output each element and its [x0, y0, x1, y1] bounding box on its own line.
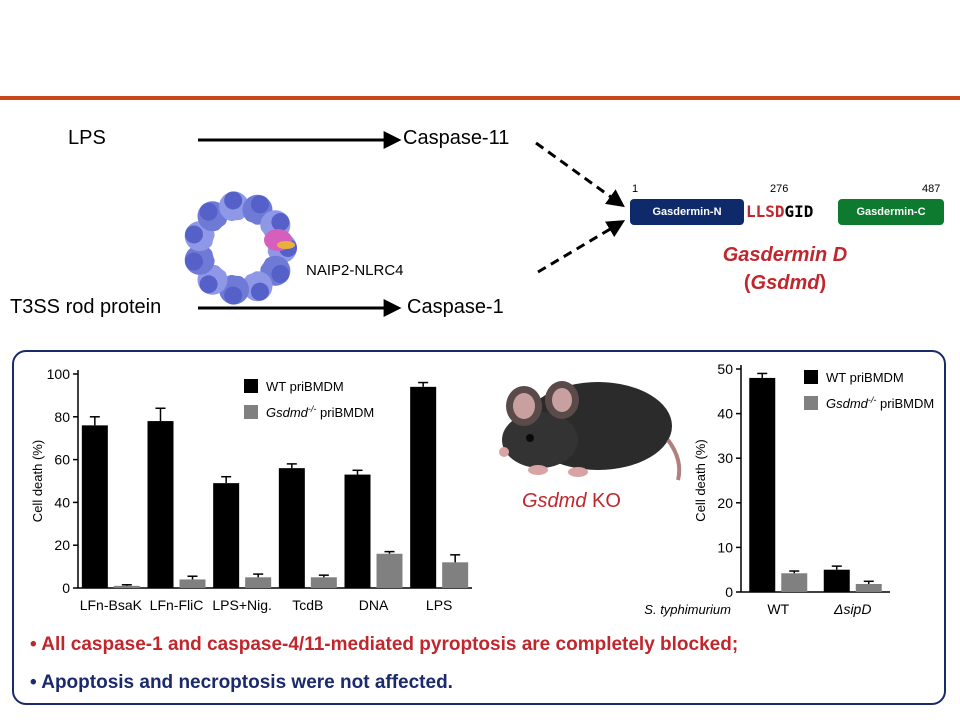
results-panel: [12, 350, 946, 705]
y-tick-label: 40: [717, 406, 733, 422]
x-tick-label: ΔsipD: [833, 601, 871, 617]
bar-LFn-FliC-1: [179, 579, 206, 588]
naip-nlrc4-label: NAIP2-NLRC4: [306, 262, 404, 279]
ring-subunit-lobe: [271, 213, 290, 232]
y-tick-label: 10: [717, 539, 733, 555]
caspase1-label: Caspase-1: [407, 296, 504, 318]
title-divider: [0, 96, 960, 100]
y-tick-label: 0: [62, 580, 70, 596]
bar-LFn-BsaK-0: [81, 425, 108, 588]
mouse-image: [478, 360, 688, 488]
legend-swatch-1: [244, 405, 258, 419]
x-tick-label: LPS+Nig.: [212, 597, 272, 613]
caspase11-label: Caspase-11: [403, 127, 510, 149]
legend-swatch-0: [244, 379, 258, 393]
legend-label-1: Gsdmd-/- priBMDM: [266, 404, 374, 420]
x-axis-label: S. typhimurium: [644, 602, 731, 617]
x-tick-label: TcdB: [292, 597, 323, 613]
y-axis-label: Cell death (%): [30, 440, 45, 522]
legend-swatch-0: [804, 370, 818, 384]
t3ss-label: T3SS rod protein: [10, 296, 162, 318]
bar-DNA-1: [376, 553, 403, 588]
conclusion-bullet-1: • All caspase-1 and caspase-4/11-mediate…: [30, 634, 739, 655]
y-tick-label: 20: [54, 537, 70, 553]
lps-label: LPS: [68, 127, 106, 149]
cleavage-motif: LLSDGID: [746, 202, 813, 221]
y-tick-label: 30: [717, 450, 733, 466]
ring-subunit-lobe: [224, 286, 243, 305]
ring-subunit-lobe: [250, 195, 269, 214]
ring-subunit-lobe: [250, 282, 269, 301]
bar-WT-0: [749, 377, 776, 592]
bar-LPS-1: [442, 562, 469, 588]
bar-LPS+Nig.-0: [213, 483, 240, 588]
gasdermin-c-domain: Gasdermin-C: [838, 199, 944, 225]
x-tick-label: WT: [767, 601, 789, 617]
ring-subunit-lobe: [184, 252, 203, 271]
position-cleavage: 276: [770, 183, 789, 195]
ring-subunit-lobe: [199, 275, 218, 294]
gasdermin-gene-label: (Gsdmd): [743, 272, 827, 294]
y-tick-label: 60: [54, 452, 70, 468]
pathway-arrows: [184, 131, 626, 317]
position-end: 487: [922, 183, 941, 195]
motif-red: LLSD: [746, 202, 785, 221]
y-tick-label: 50: [717, 361, 733, 377]
bar-LFn-FliC-0: [147, 421, 174, 588]
legend-label-0: WT priBMDM: [266, 379, 344, 394]
bar-LPS-0: [410, 386, 437, 588]
y-tick-label: 0: [725, 584, 733, 600]
gasdermin-n-domain: Gasdermin-N: [630, 199, 744, 225]
gsdmd-ko-label: Gsdmd KO: [522, 490, 621, 512]
bar-DNA-0: [344, 474, 371, 588]
legend-label-1: Gsdmd-/- priBMDM: [826, 395, 934, 411]
y-tick-label: 40: [54, 494, 70, 510]
caspase1-dashed-arrow: [537, 220, 626, 274]
bar-TcdB-0: [278, 468, 305, 588]
position-start: 1: [632, 183, 639, 195]
bar-LFn-BsaK-1: [113, 585, 140, 588]
ring-subunit-lobe: [184, 225, 203, 244]
bar-WT-1: [781, 573, 808, 592]
y-tick-label: 100: [47, 366, 71, 382]
y-axis-label: Cell death (%): [693, 439, 708, 521]
conclusion-bullet-2: • Apoptosis and necroptosis were not aff…: [30, 672, 453, 693]
x-tick-label: DNA: [359, 597, 389, 613]
bar-TcdB-1: [310, 577, 337, 588]
y-tick-label: 80: [54, 409, 70, 425]
motif-black: GID: [784, 202, 814, 221]
y-tick-label: 20: [717, 495, 733, 511]
inflammasome-ring-icon: [184, 191, 297, 305]
bar-ΔsipD-1: [855, 583, 882, 592]
gasdermin-d-title: Gasdermin D: [722, 244, 848, 266]
ring-subunit-lobe: [271, 264, 290, 283]
bar-LPS+Nig.-1: [245, 577, 272, 588]
bar-ΔsipD-0: [823, 569, 850, 592]
x-tick-label: LFn-BsaK: [80, 597, 143, 613]
ring-subunit-lobe: [224, 191, 243, 210]
legend-swatch-1: [804, 396, 818, 410]
ring-subunit-lobe: [199, 202, 218, 221]
caspase11-dashed-arrow: [535, 141, 625, 208]
legend-label-0: WT priBMDM: [826, 370, 904, 385]
x-tick-label: LPS: [426, 597, 452, 613]
x-tick-label: LFn-FliC: [150, 597, 204, 613]
